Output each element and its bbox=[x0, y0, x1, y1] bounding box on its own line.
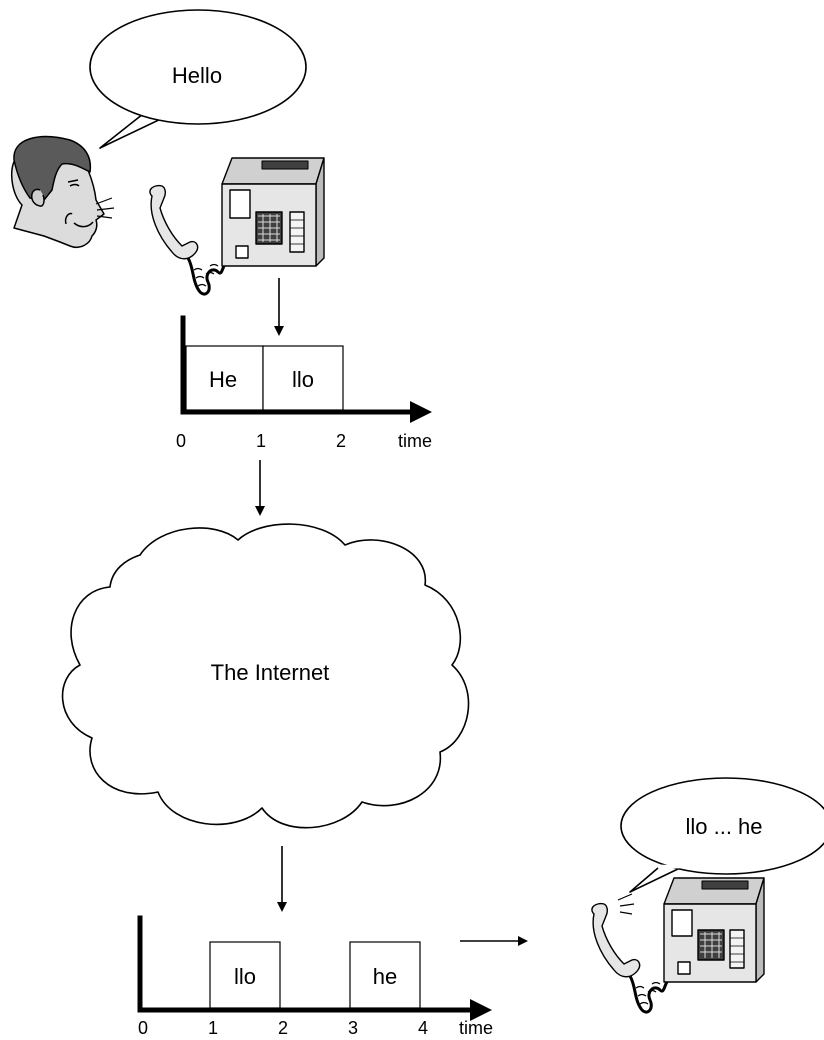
internet-cloud-icon: The Internet bbox=[61, 523, 470, 829]
tick-label: 3 bbox=[348, 1018, 358, 1038]
packet-box bbox=[209, 941, 281, 1009]
cloud-label: The Internet bbox=[211, 660, 330, 685]
listener-speech-bubble: llo ... he bbox=[620, 777, 824, 893]
axis-label: time bbox=[398, 431, 432, 451]
listener-timeline: llo he 0 1 2 3 4 time bbox=[137, 915, 493, 1038]
axis-label: time bbox=[459, 1018, 493, 1038]
tick-label: 2 bbox=[336, 431, 346, 451]
packet-label: llo bbox=[234, 964, 256, 989]
tick-label: 1 bbox=[208, 1018, 218, 1038]
speaker-telephone-icon bbox=[149, 157, 325, 296]
timeline-axis-arrowhead bbox=[410, 401, 432, 423]
listener-speech-text: llo ... he bbox=[685, 814, 762, 839]
tick-label: 1 bbox=[256, 431, 266, 451]
packet-label: llo bbox=[292, 367, 314, 392]
listener-telephone-icon bbox=[591, 877, 765, 1014]
speaker-timeline: He llo 0 1 2 time bbox=[176, 315, 432, 451]
packet-label: He bbox=[209, 367, 237, 392]
speaker-speech-text: Hello bbox=[172, 63, 222, 88]
person-head-icon bbox=[10, 135, 115, 248]
packet-box bbox=[349, 941, 421, 1009]
speaker-speech-bubble: Hello bbox=[89, 9, 307, 149]
packet-label: he bbox=[373, 964, 397, 989]
tick-label: 4 bbox=[418, 1018, 428, 1038]
tick-label: 0 bbox=[138, 1018, 148, 1038]
packet-box bbox=[262, 345, 344, 411]
tick-label: 0 bbox=[176, 431, 186, 451]
tick-label: 2 bbox=[278, 1018, 288, 1038]
timeline-axis-arrowhead bbox=[470, 999, 492, 1021]
